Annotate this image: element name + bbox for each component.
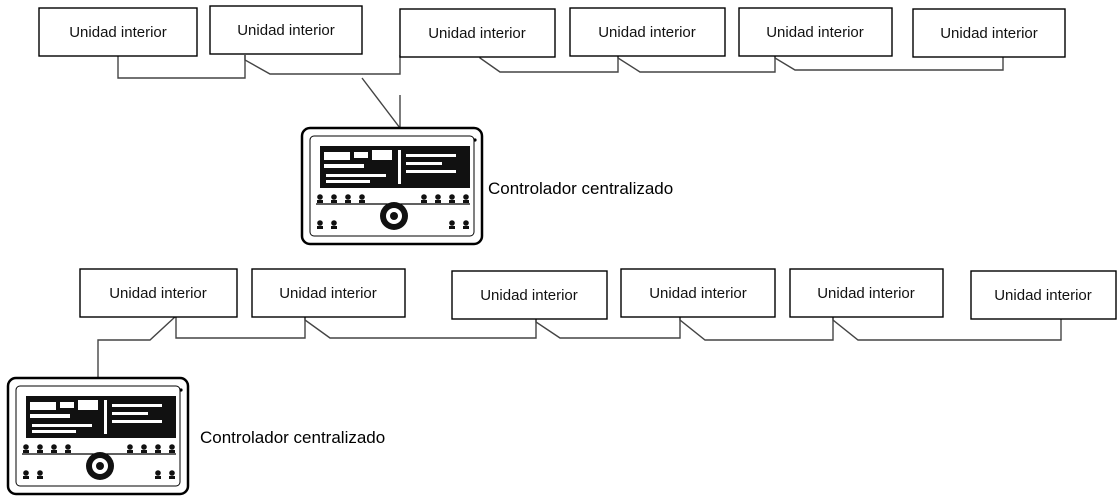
indoor-unit-label: Unidad interior [598, 24, 696, 41]
indoor-unit-label: Unidad interior [428, 25, 526, 42]
wire-t4-t5 [617, 55, 776, 73]
indoor-unit: Unidad interior [789, 268, 944, 318]
wire-b4-b5 [679, 316, 834, 341]
indoor-unit: Unidad interior [79, 268, 238, 318]
indoor-unit: Unidad interior [451, 270, 608, 320]
wire-t1-t2 [117, 55, 246, 79]
top-wiring [117, 55, 1004, 131]
indoor-unit: Unidad interior [738, 7, 893, 57]
wire-t2-t3 [244, 55, 401, 75]
indoor-unit-label: Unidad interior [766, 24, 864, 41]
indoor-unit: Unidad interior [38, 7, 198, 57]
central-controller-label: Controlador centralizado [488, 179, 673, 198]
indoor-unit-label: Unidad interior [69, 24, 167, 41]
indoor-unit-label: Unidad interior [649, 285, 747, 302]
bottom-units: Unidad interior Unidad interior Unidad i… [79, 268, 1117, 320]
indoor-unit: Unidad interior [912, 8, 1066, 58]
indoor-unit-label: Unidad interior [940, 25, 1038, 42]
central-controller-device [6, 376, 190, 496]
indoor-unit-label: Unidad interior [237, 22, 335, 39]
wire-b2-b3 [304, 316, 537, 339]
indoor-unit: Unidad interior [399, 8, 556, 58]
central-controller-device [300, 126, 484, 246]
central-controller-label: Controlador centralizado [200, 428, 385, 447]
indoor-unit-label: Unidad interior [817, 285, 915, 302]
indoor-unit: Unidad interior [251, 268, 406, 318]
wire-t-controller [361, 77, 401, 131]
indoor-unit: Unidad interior [569, 7, 726, 57]
bottom-wiring [97, 315, 1062, 380]
top-units: Unidad interior Unidad interior Unidad i… [38, 5, 1066, 58]
indoor-unit: Unidad interior [620, 268, 776, 318]
indoor-unit: Unidad interior [209, 5, 363, 55]
indoor-unit-label: Unidad interior [279, 285, 377, 302]
wire-b5-b6 [832, 316, 1062, 341]
wire-b3-b4 [535, 316, 681, 339]
wire-t5-t6 [774, 55, 1004, 71]
wire-b1-b2 [175, 316, 306, 339]
indoor-unit-label: Unidad interior [480, 287, 578, 304]
indoor-unit: Unidad interior [970, 270, 1117, 320]
indoor-unit-label: Unidad interior [994, 287, 1092, 304]
wire-b-controller [97, 315, 177, 380]
indoor-unit-label: Unidad interior [109, 285, 207, 302]
